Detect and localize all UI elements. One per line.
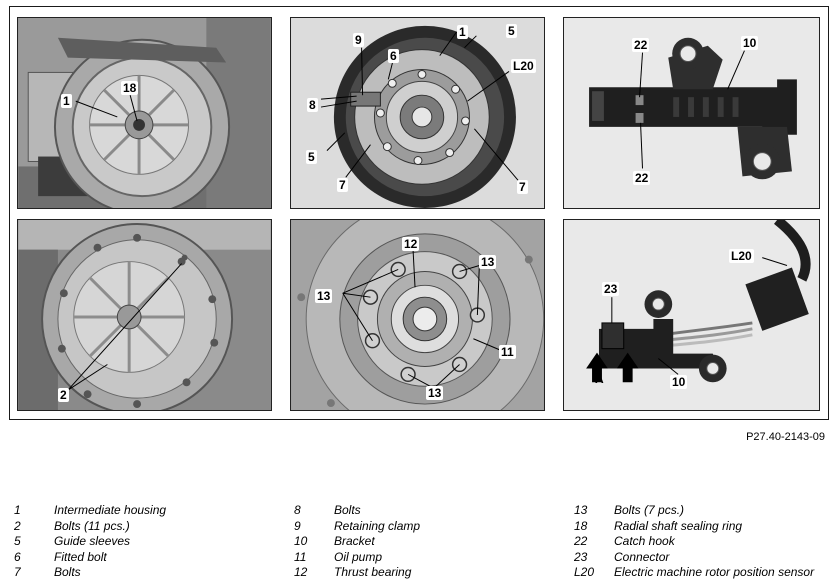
legend-text: Bolts (7 pcs.) — [614, 503, 685, 517]
legend-text: Radial shaft sealing ring — [614, 518, 743, 533]
legend-text: Guide sleeves — [54, 534, 131, 549]
legend-number: 18 — [574, 518, 588, 533]
callout-l20: L20 — [729, 249, 754, 263]
photo-housing-bolts: 2 — [17, 219, 272, 411]
legend-text: Oil pump — [334, 549, 383, 564]
legend-text: Bracket — [334, 534, 375, 549]
callout-5: 5 — [306, 150, 317, 164]
callout-2: 2 — [58, 388, 69, 402]
legend-text: Bolts (11 pcs.) — [54, 518, 130, 533]
legend-text: Fitted bolt — [54, 549, 107, 564]
legend-text: Catch hook — [614, 534, 675, 549]
legend-text: Bolts — [334, 503, 361, 517]
photo-connector: L20 23 A 10 — [563, 219, 820, 411]
legend-text: Intermediate housing — [54, 503, 167, 517]
callout-7: 7 — [337, 178, 348, 192]
legend-number: 23 — [574, 549, 588, 564]
callout-22: 22 — [633, 171, 651, 185]
callout-8: 8 — [307, 98, 318, 112]
legend-number: 11 — [294, 549, 307, 564]
callout-1: 1 — [457, 25, 468, 39]
callout-13: 13 — [315, 289, 333, 303]
legend-number: 12 — [294, 565, 308, 580]
legend-number: 1 — [14, 503, 21, 517]
photo-oil-pump: 12 13 13 11 13 — [290, 219, 545, 411]
legend-text: Connector — [614, 549, 670, 564]
callout-10: 10 — [670, 375, 688, 389]
callout-10: 10 — [741, 36, 759, 50]
callout-18: 18 — [121, 81, 139, 95]
callout-5: 5 — [506, 24, 517, 38]
legend-number: 7 — [14, 565, 21, 580]
housing-bolts-illustration — [18, 220, 271, 410]
bracket-illustration — [564, 18, 819, 208]
photo-bracket: 22 10 22 — [563, 17, 820, 209]
legend-number: 6 — [14, 549, 21, 564]
sensor-illustration — [291, 18, 544, 208]
legend-text: Electric machine rotor position sensor — [614, 565, 815, 580]
legend-number: 2 — [14, 518, 21, 533]
legend-number: 22 — [574, 534, 588, 549]
callout-11: 11 — [499, 345, 516, 359]
callout-13: 13 — [479, 255, 497, 269]
connector-illustration — [564, 220, 819, 410]
figure-reference: P27.40-2143-09 — [746, 431, 825, 443]
legend-text: Thrust bearing — [334, 565, 412, 580]
housing-illustration — [18, 18, 271, 208]
callout-23: 23 — [602, 282, 620, 296]
legend-text: Bolts — [54, 565, 81, 580]
legend-number: 9 — [294, 518, 301, 533]
callout-13: 13 — [426, 386, 444, 400]
callout-a: A — [595, 372, 604, 386]
oil-pump-illustration — [291, 220, 544, 410]
photo-intermediate-housing: 1 18 — [17, 17, 272, 209]
legend-number: 8 — [294, 503, 301, 517]
callout-1: 1 — [61, 94, 72, 108]
callout-7: 7 — [517, 180, 528, 194]
legend-number: 5 — [14, 534, 21, 549]
photo-rotor-position-sensor: 9 6 1 5 8 L20 5 7 7 — [290, 17, 545, 209]
callout-22: 22 — [632, 38, 650, 52]
callout-9: 9 — [353, 33, 364, 47]
callout-6: 6 — [388, 49, 399, 63]
legend-number: 13 — [574, 503, 588, 517]
callout-l20: L20 — [511, 59, 536, 73]
callout-12: 12 — [402, 237, 420, 251]
legend-text: Retaining clamp — [334, 518, 421, 533]
legend-number: L20 — [574, 565, 595, 580]
legend-number: 10 — [294, 534, 308, 549]
